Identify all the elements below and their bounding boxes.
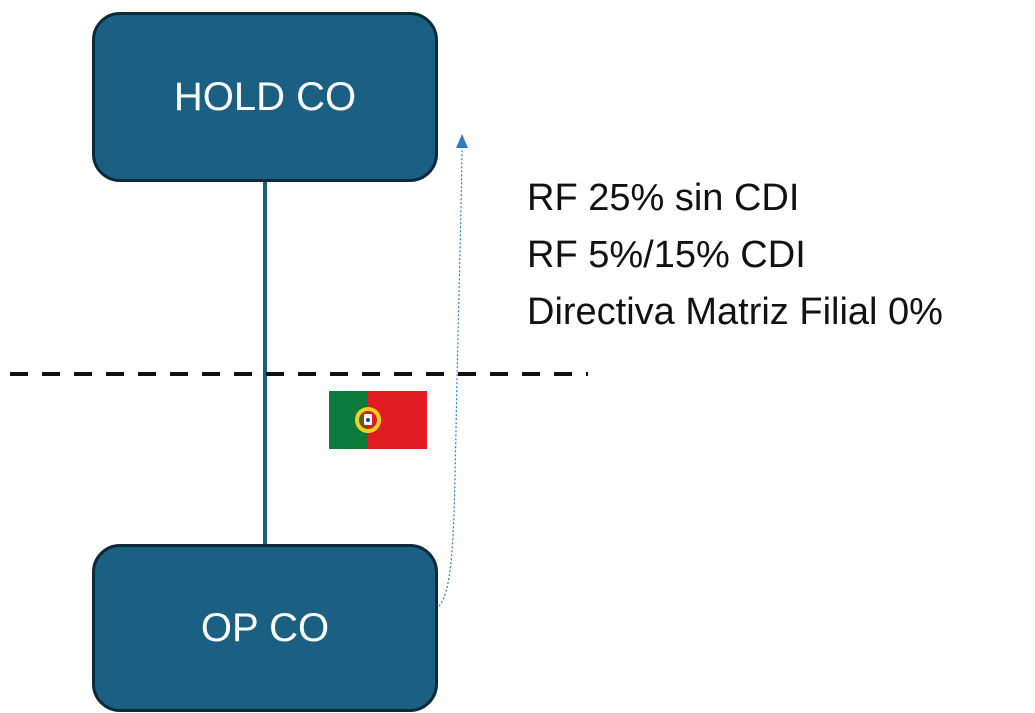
ownership-connector-line <box>263 182 267 544</box>
note-rf-no-treaty: RF 25% sin CDI <box>527 177 800 219</box>
jurisdiction-dashed-line <box>10 372 588 376</box>
op-co-box[interactable]: OP CO <box>92 544 438 712</box>
portugal-flag-icon <box>329 391 427 449</box>
note-parent-subsidiary-directive: Directiva Matriz Filial 0% <box>527 291 943 333</box>
hold-co-box[interactable]: HOLD CO <box>92 12 438 182</box>
note-rf-treaty: RF 5%/15% CDI <box>527 234 806 276</box>
hold-co-label: HOLD CO <box>173 74 357 119</box>
withholding-tax-notes: RF 25% sin CDI RF 5%/15% CDI Directiva M… <box>527 170 943 341</box>
op-co-label: OP CO <box>200 605 330 650</box>
